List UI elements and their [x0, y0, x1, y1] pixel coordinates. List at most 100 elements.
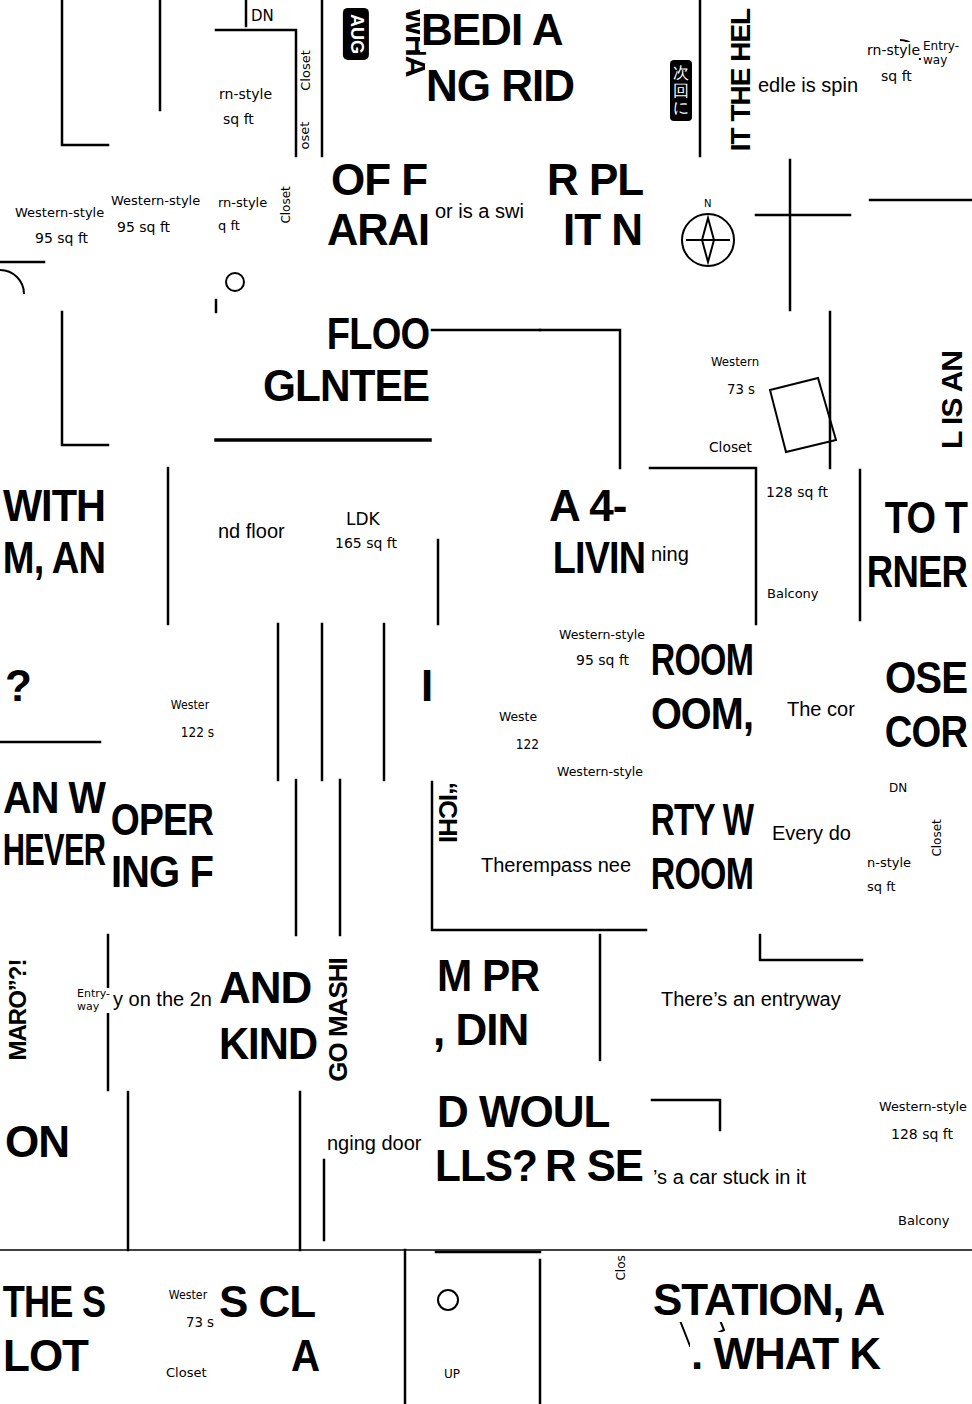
floor-plan-label: 128 sq ft — [890, 1126, 954, 1142]
manga-lettering: M PR — [436, 954, 540, 998]
floor-plan-label: Entry- way — [76, 988, 110, 1013]
manga-lettering: R PL — [546, 158, 644, 202]
floor-plan-label: DN — [888, 782, 908, 796]
caption-text: ning — [650, 543, 690, 566]
manga-lettering: KIND — [218, 1022, 318, 1066]
manga-lettering: A — [290, 1334, 320, 1378]
floor-plan-label: 122 — [515, 736, 540, 752]
floor-plan-label: 73 s — [185, 1314, 215, 1330]
manga-lettering: GLNTEE — [262, 364, 430, 408]
caption-text: Every do — [771, 822, 852, 845]
manga-lettering: ING F — [110, 850, 214, 894]
caption-text: ’s a car stuck in it — [652, 1166, 807, 1189]
manga-lettering: STATION, A — [652, 1278, 885, 1322]
floor-plan-label: Wester — [170, 698, 210, 713]
caption-text: The cor — [786, 698, 856, 721]
caption-text: nd floor — [217, 520, 286, 543]
manga-lettering: I — [420, 664, 433, 708]
manga-lettering: . WHAT K — [690, 1332, 881, 1376]
manga-lettering: FLOO — [326, 312, 430, 356]
floor-plan-label: 95 sq ft — [575, 652, 630, 668]
manga-lettering: ON — [4, 1120, 70, 1164]
manga-lettering: THE S — [2, 1280, 106, 1324]
floor-plan-label: Weste — [498, 710, 538, 725]
manga-lettering: LOT — [2, 1334, 89, 1378]
manga-lettering: L IS AN — [937, 350, 967, 450]
floor-plan-label: sq ft — [222, 111, 255, 127]
vertical-tag: 次回に — [670, 60, 692, 121]
floor-plan-label: Balcony — [897, 1214, 951, 1229]
floor-plan-label: Balcony — [766, 587, 820, 602]
manga-lettering: M, AN — [2, 536, 106, 580]
manga-lettering: AND — [218, 966, 312, 1010]
manga-lettering: , DIN — [432, 1008, 529, 1052]
manga-lettering: LIVIN — [552, 536, 646, 580]
manga-lettering: BEDI A — [420, 8, 564, 52]
manga-lettering: OPER — [110, 798, 214, 842]
floor-plan-label: Closet — [708, 439, 753, 455]
caption-text: edle is spin — [757, 74, 859, 97]
floor-plan-label: Closet — [165, 1366, 208, 1381]
manga-lettering: TO T — [884, 496, 968, 540]
caption-text: There’s an entryway — [660, 988, 842, 1011]
floor-plan-label: Wester — [168, 1288, 208, 1303]
floor-plan-label: 95 sq ft — [34, 230, 89, 246]
caption-text: nging door — [326, 1132, 423, 1155]
manga-lettering: IT THE HEL — [727, 8, 755, 152]
floor-plan-label: LDK — [345, 510, 381, 530]
manga-lettering: OOM, — [650, 692, 754, 736]
manga-lettering: R SE — [544, 1144, 644, 1188]
black-tag: AUG — [343, 8, 369, 60]
manga-lettering: ROOM — [650, 638, 754, 682]
floor-plan-label: Western-style — [110, 194, 201, 209]
manga-lettering: OF F — [330, 158, 428, 202]
floor-plan-label: Entry- way — [922, 40, 968, 68]
floor-plan-label: 73 s — [726, 381, 756, 397]
floor-plan-label: Western-style — [556, 765, 644, 780]
floor-plan-label: 128 sq ft — [765, 484, 829, 500]
manga-lettering: “ICHI — [435, 781, 461, 843]
manga-lettering: ROOM — [650, 852, 754, 896]
manga-lettering: MARO”?! — [6, 959, 30, 1062]
floor-plan-label: N — [703, 198, 712, 210]
floor-plan-label: 122 s — [180, 724, 215, 740]
manga-lettering: IT N — [562, 208, 643, 252]
caption-text: Therempass nee — [480, 854, 632, 877]
floor-plan-label: Closet — [931, 818, 945, 857]
manga-lettering: AN W — [2, 776, 106, 820]
floor-plan-label: Closet — [299, 49, 314, 92]
floor-plan-label: Western-style — [878, 1100, 968, 1115]
floor-plan-label: Western-style — [558, 628, 646, 643]
manga-lettering: A 4- — [548, 484, 628, 528]
floor-plan-label: Closet — [280, 185, 294, 224]
manga-lettering: D WOUL — [436, 1090, 610, 1134]
caption-text: or is a swi — [434, 200, 525, 223]
floor-plan-label: Western-style — [14, 206, 105, 221]
floor-plan-label: DN — [250, 8, 275, 25]
manga-lettering: RNER — [866, 550, 968, 594]
floor-plan-label: oset — [299, 120, 314, 150]
caption-text: y on the 2n — [112, 988, 213, 1011]
manga-lettering: RTY W — [650, 798, 754, 842]
manga-lettering: COR — [884, 710, 968, 754]
floor-plan-label: rn-style — [218, 86, 273, 102]
manga-lettering: LLS? — [434, 1144, 538, 1188]
manga-lettering: GO MASHI — [325, 957, 351, 1082]
floor-plan-label: rn-style — [217, 196, 268, 211]
floor-plan-label: Clos — [615, 1254, 629, 1281]
manga-lettering: HEVER — [2, 828, 106, 872]
floor-plan-label: Western — [710, 355, 760, 370]
manga-lettering: OSE — [884, 656, 968, 700]
floor-plan-label: sq ft — [866, 880, 897, 895]
floor-plan-label: q ft — [217, 219, 241, 234]
floor-plan-label: n-style — [866, 856, 912, 871]
manga-lettering: ARAI — [326, 208, 430, 252]
floor-plan-label: UP — [443, 1368, 461, 1382]
manga-lettering: ? — [4, 664, 32, 708]
manga-lettering: NG RID — [425, 64, 575, 108]
floor-plan-label: 165 sq ft — [334, 535, 398, 551]
manga-lettering: S CL — [218, 1280, 316, 1324]
floor-plan-label: 95 sq ft — [116, 219, 171, 235]
manga-lettering: WITH — [2, 484, 106, 528]
